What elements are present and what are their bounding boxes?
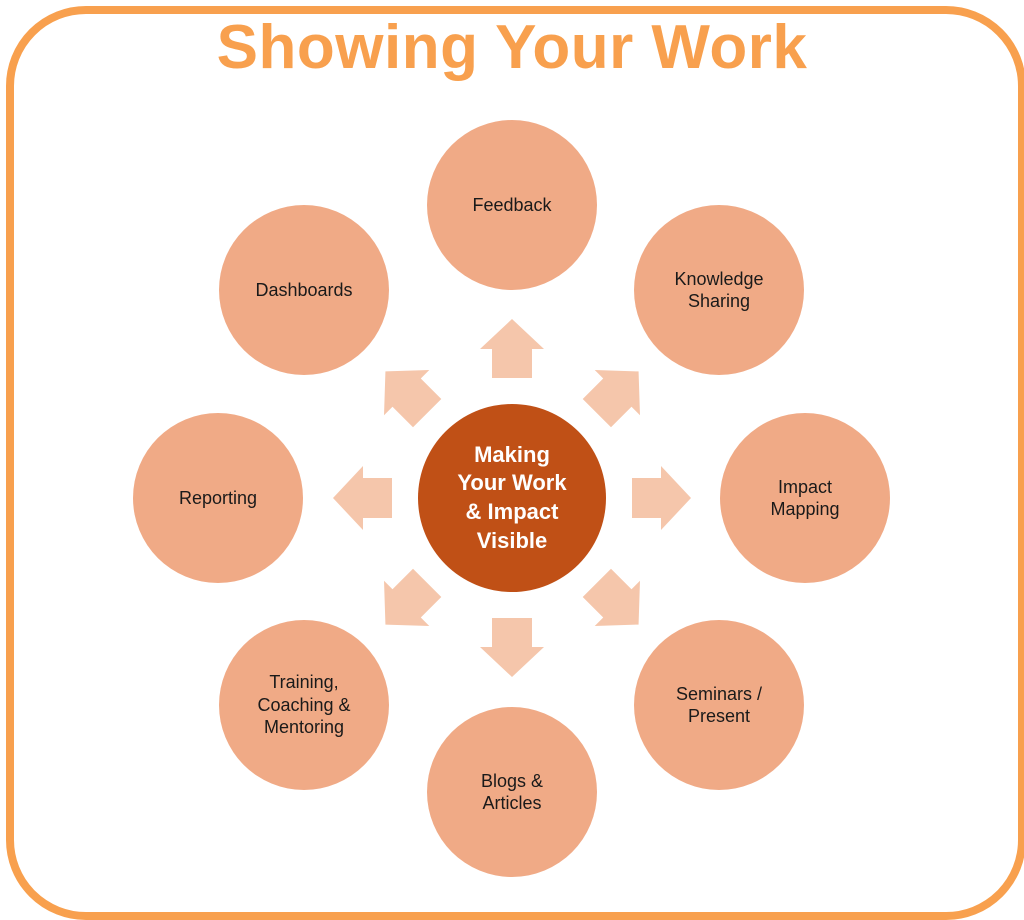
node-blogs-articles: Blogs & Articles: [427, 707, 597, 877]
node-reporting: Reporting: [133, 413, 303, 583]
arrow-icon: [480, 319, 544, 378]
node-seminars-present: Seminars / Present: [634, 620, 804, 790]
node-feedback: Feedback: [427, 120, 597, 290]
node-knowledge-sharing: Knowledge Sharing: [634, 205, 804, 375]
rounded-frame: [6, 6, 1024, 920]
diagram-title: Showing Your Work: [216, 13, 808, 82]
node-dashboards: Dashboards: [219, 205, 389, 375]
arrow-icon: [384, 568, 442, 626]
arrow-icon: [480, 618, 544, 677]
arrow-icon: [582, 370, 640, 428]
arrow-icon: [333, 466, 392, 530]
arrow-icon: [632, 466, 691, 530]
node-training-coaching-mentoring: Training, Coaching & Mentoring: [219, 620, 389, 790]
node-impact-mapping: Impact Mapping: [720, 413, 890, 583]
center-hub: Making Your Work & Impact Visible: [418, 404, 606, 592]
arrow-icon: [582, 568, 640, 626]
arrow-icon: [384, 370, 442, 428]
